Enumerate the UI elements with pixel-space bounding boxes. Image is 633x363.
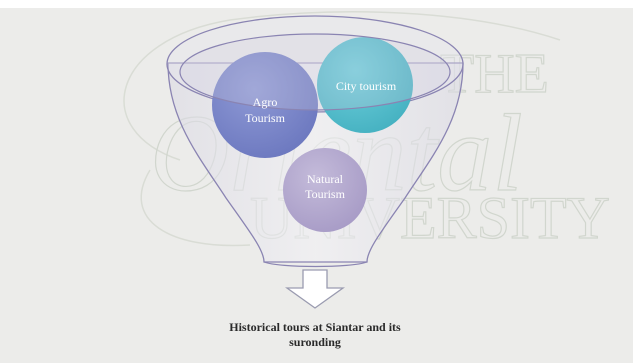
natural-tourism-label-line2: Tourism	[305, 187, 345, 201]
agro-tourism-circle	[212, 52, 318, 158]
city-tourism-label: City tourism	[336, 79, 397, 93]
funnel-result-caption-line1: Historical tours at Siantar and its	[229, 320, 401, 334]
watermark-swoosh-bottom	[140, 169, 251, 247]
natural-tourism-label-line1: Natural	[307, 172, 344, 186]
funnel-spout-edge	[263, 261, 368, 268]
funnel-inner-rim	[179, 33, 451, 111]
down-arrow-icon	[284, 269, 346, 309]
watermark-swoosh-top	[123, 11, 561, 161]
agro-tourism-label-line2: Tourism	[245, 111, 285, 125]
top-white-strip	[0, 0, 633, 8]
natural-tourism-circle	[283, 148, 367, 232]
funnel-result-caption-line2: suronding	[289, 335, 341, 349]
agro-tourism-label-line1: Agro	[253, 95, 278, 109]
